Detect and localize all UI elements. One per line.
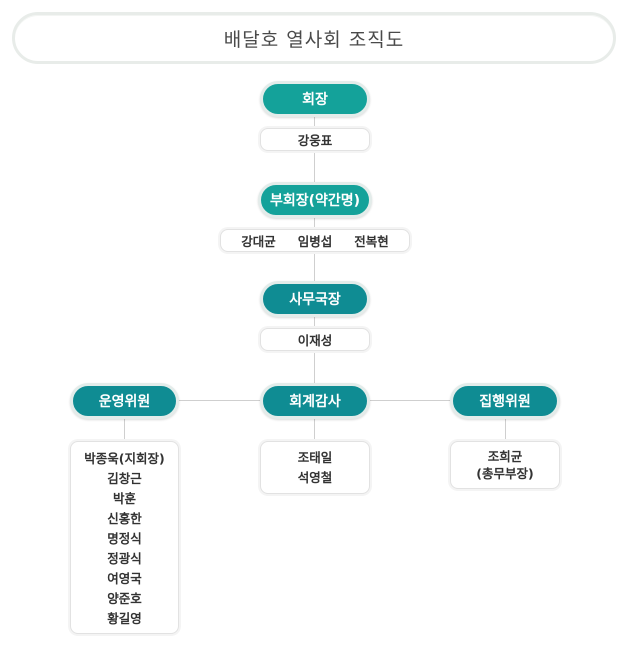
president-name: 강웅표 [297,133,333,148]
secretary-general-role-label: 사무국장 [289,292,341,308]
president-role: 회장 [260,81,370,117]
audit-member: 조태일 [297,449,333,465]
audit-role: 회계감사 [260,383,370,419]
operations-member: 박종욱(지회장) [84,451,165,466]
vice-president-names-box: 강대균 임병섭 전복현 [220,229,410,252]
president-name-box: 강웅표 [260,128,370,151]
title-box: 배달호 열사회 조직도 [12,12,616,64]
audit-member: 석영철 [297,469,333,485]
operations-member: 김창근 [107,471,142,486]
vice-president-role: 부회장(약간명) [258,182,372,218]
secretary-general-role: 사무국장 [260,281,370,317]
connector-operations-down [124,417,125,441]
page-title: 배달호 열사회 조직도 [223,28,405,51]
audit-members-box: 조태일 석영철 [260,441,370,494]
operations-committee-label: 운영위원 [98,394,151,410]
president-role-label: 회장 [302,92,328,108]
executive-members-box: 조희균 (총무부장) [450,441,560,489]
operations-member: 신홍한 [107,511,142,526]
operations-member: 정광식 [107,551,142,566]
operations-members-box: 박종욱(지회장) 김창근 박훈 신홍한 명정식 정광식 여영국 양준호 황길영 [70,441,179,634]
secretary-general-name: 이재성 [297,333,333,348]
operations-member: 양준호 [107,591,142,606]
vice-president-name: 임병섭 [297,234,333,249]
executive-committee-label: 집행위원 [479,394,531,410]
vice-president-role-label: 부회장(약간명) [269,193,361,209]
executive-committee-role: 집행위원 [450,383,560,419]
executive-member: (총무부장) [476,466,534,481]
vice-president-name: 전복현 [354,234,389,249]
secretary-general-name-box: 이재성 [260,328,370,351]
operations-member: 박훈 [112,491,136,506]
audit-label: 회계감사 [289,394,341,410]
connector-audit-down [314,417,315,441]
operations-member: 명정식 [107,531,142,546]
connector-executive-down [505,417,506,441]
operations-committee-role: 운영위원 [70,383,179,419]
executive-member: 조희균 [487,449,523,464]
operations-member: 황길영 [107,611,142,626]
operations-member: 여영국 [107,571,142,586]
vice-president-name: 강대균 [241,234,276,249]
